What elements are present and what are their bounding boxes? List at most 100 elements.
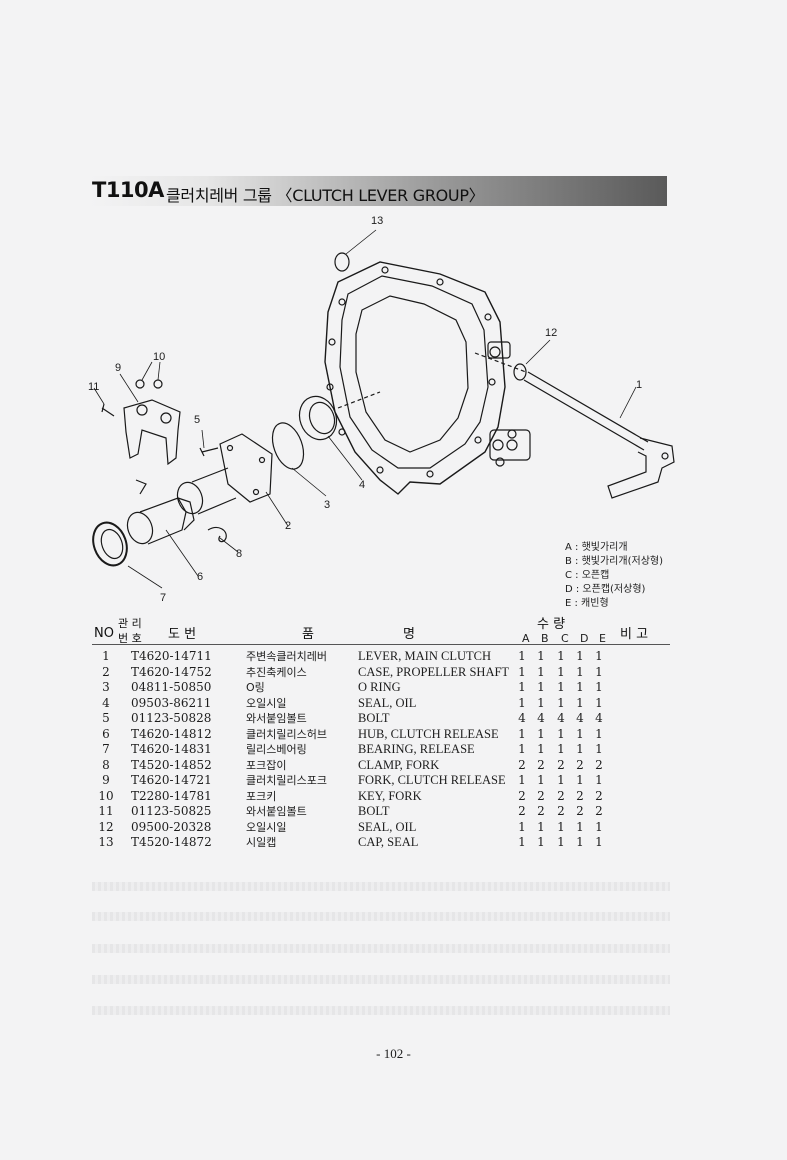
- main-clutch-lever-drawing: [474, 352, 675, 499]
- qty-d: 1: [576, 835, 584, 849]
- part-number: T4520-14852: [131, 757, 212, 772]
- callout-7: 7: [160, 592, 167, 604]
- part-number: T4620-14721: [131, 773, 212, 787]
- qty-d: 1: [576, 695, 584, 710]
- qty-b: 4: [537, 711, 545, 725]
- qty-b: 1: [537, 649, 545, 663]
- qty-a: 1: [518, 835, 526, 849]
- qty-e: 4: [595, 711, 603, 725]
- row-number: 7: [102, 742, 110, 756]
- part-number: T4620-14812: [131, 726, 212, 741]
- row-number: 6: [102, 726, 110, 741]
- qty-c: 1: [557, 664, 565, 679]
- qty-c: 1: [557, 695, 565, 710]
- part-name-korean: 추진축케이스: [246, 665, 307, 679]
- legend-item-a: A : 햇빛가리개: [565, 542, 628, 553]
- clutch-release-fork-drawing: [101, 379, 181, 466]
- part-number: 09500-20328: [131, 819, 212, 834]
- qty-c: 1: [557, 680, 565, 694]
- col-mgmt-line1: 관 리: [118, 617, 142, 630]
- blank-row: [92, 1006, 670, 1015]
- propeller-shaft-case-drawing: [176, 433, 273, 515]
- qty-c: 2: [557, 804, 565, 818]
- col-name-2: 명: [403, 627, 415, 642]
- part-name-english: BOLT: [358, 804, 390, 818]
- blank-row: [92, 944, 670, 953]
- qty-e: 1: [595, 835, 603, 849]
- qty-a: 1: [518, 649, 526, 663]
- qty-c: 1: [557, 726, 565, 741]
- row-number: 10: [98, 788, 114, 803]
- col-quantity: 수 량: [537, 617, 566, 632]
- row-number: 1: [102, 649, 110, 663]
- part-name-korean: 포크잡이: [246, 758, 287, 772]
- clutch-housing-drawing: [324, 261, 531, 495]
- qty-a: 1: [518, 680, 526, 694]
- release-bearing-drawing: [92, 521, 128, 567]
- qty-e: 1: [595, 664, 603, 679]
- qty-e: 1: [595, 695, 603, 710]
- qty-d: 2: [576, 757, 584, 772]
- qty-b: 1: [537, 664, 545, 679]
- part-name-english: BEARING, RELEASE: [358, 742, 475, 756]
- title-bar: [90, 176, 667, 206]
- col-remark: 비 고: [620, 627, 649, 642]
- qty-col-e: E: [599, 632, 606, 645]
- qty-b: 2: [537, 804, 545, 818]
- qty-b: 1: [537, 819, 545, 834]
- qty-c: 4: [557, 711, 565, 725]
- qty-c: 2: [557, 757, 565, 772]
- qty-e: 1: [595, 649, 603, 663]
- legend-item-e: E : 캐빈형: [565, 598, 609, 609]
- o-ring-drawing: [271, 422, 305, 470]
- col-no: NO: [94, 626, 114, 641]
- qty-a: 1: [518, 664, 526, 679]
- qty-b: 2: [537, 757, 545, 772]
- qty-d: 1: [576, 742, 584, 756]
- qty-a: 1: [518, 742, 526, 756]
- qty-b: 1: [537, 680, 545, 694]
- qty-a: 4: [518, 711, 526, 725]
- clamp-fork-drawing: [207, 526, 227, 543]
- legend-item-b: B : 햇빛가리개(저상형): [565, 556, 663, 567]
- part-name-english: HUB, CLUTCH RELEASE: [358, 726, 499, 741]
- callout-8: 8: [236, 548, 243, 560]
- exploded-parts-diagram: [92, 229, 675, 589]
- row-number: 8: [102, 757, 110, 772]
- part-number: T2280-14781: [131, 788, 212, 803]
- qty-e: 2: [595, 757, 603, 772]
- qty-col-b: B: [541, 632, 549, 645]
- clutch-release-hub-drawing: [126, 479, 195, 545]
- qty-d: 1: [576, 649, 584, 663]
- qty-d: 1: [576, 664, 584, 679]
- part-number: T4520-14872: [131, 835, 212, 849]
- qty-col-c: C: [561, 632, 569, 645]
- part-number: T4620-14752: [131, 664, 212, 679]
- col-name-1: 품: [302, 627, 314, 642]
- callout-11: 11: [88, 381, 100, 393]
- part-name-korean: 시일캡: [246, 836, 277, 849]
- qty-a: 2: [518, 757, 526, 772]
- callout-6: 6: [197, 571, 204, 583]
- blank-row: [92, 912, 670, 921]
- qty-col-a: A: [522, 632, 530, 645]
- callout-3: 3: [324, 499, 331, 511]
- part-name-english: O RING: [358, 680, 401, 694]
- qty-a: 1: [518, 695, 526, 710]
- qty-c: 1: [557, 819, 565, 834]
- part-name-english: SEAL, OIL: [358, 695, 417, 710]
- qty-a: 1: [518, 726, 526, 741]
- callout-12: 12: [545, 327, 558, 339]
- qty-d: 4: [576, 711, 584, 725]
- page-number: - 102 -: [376, 1046, 411, 1061]
